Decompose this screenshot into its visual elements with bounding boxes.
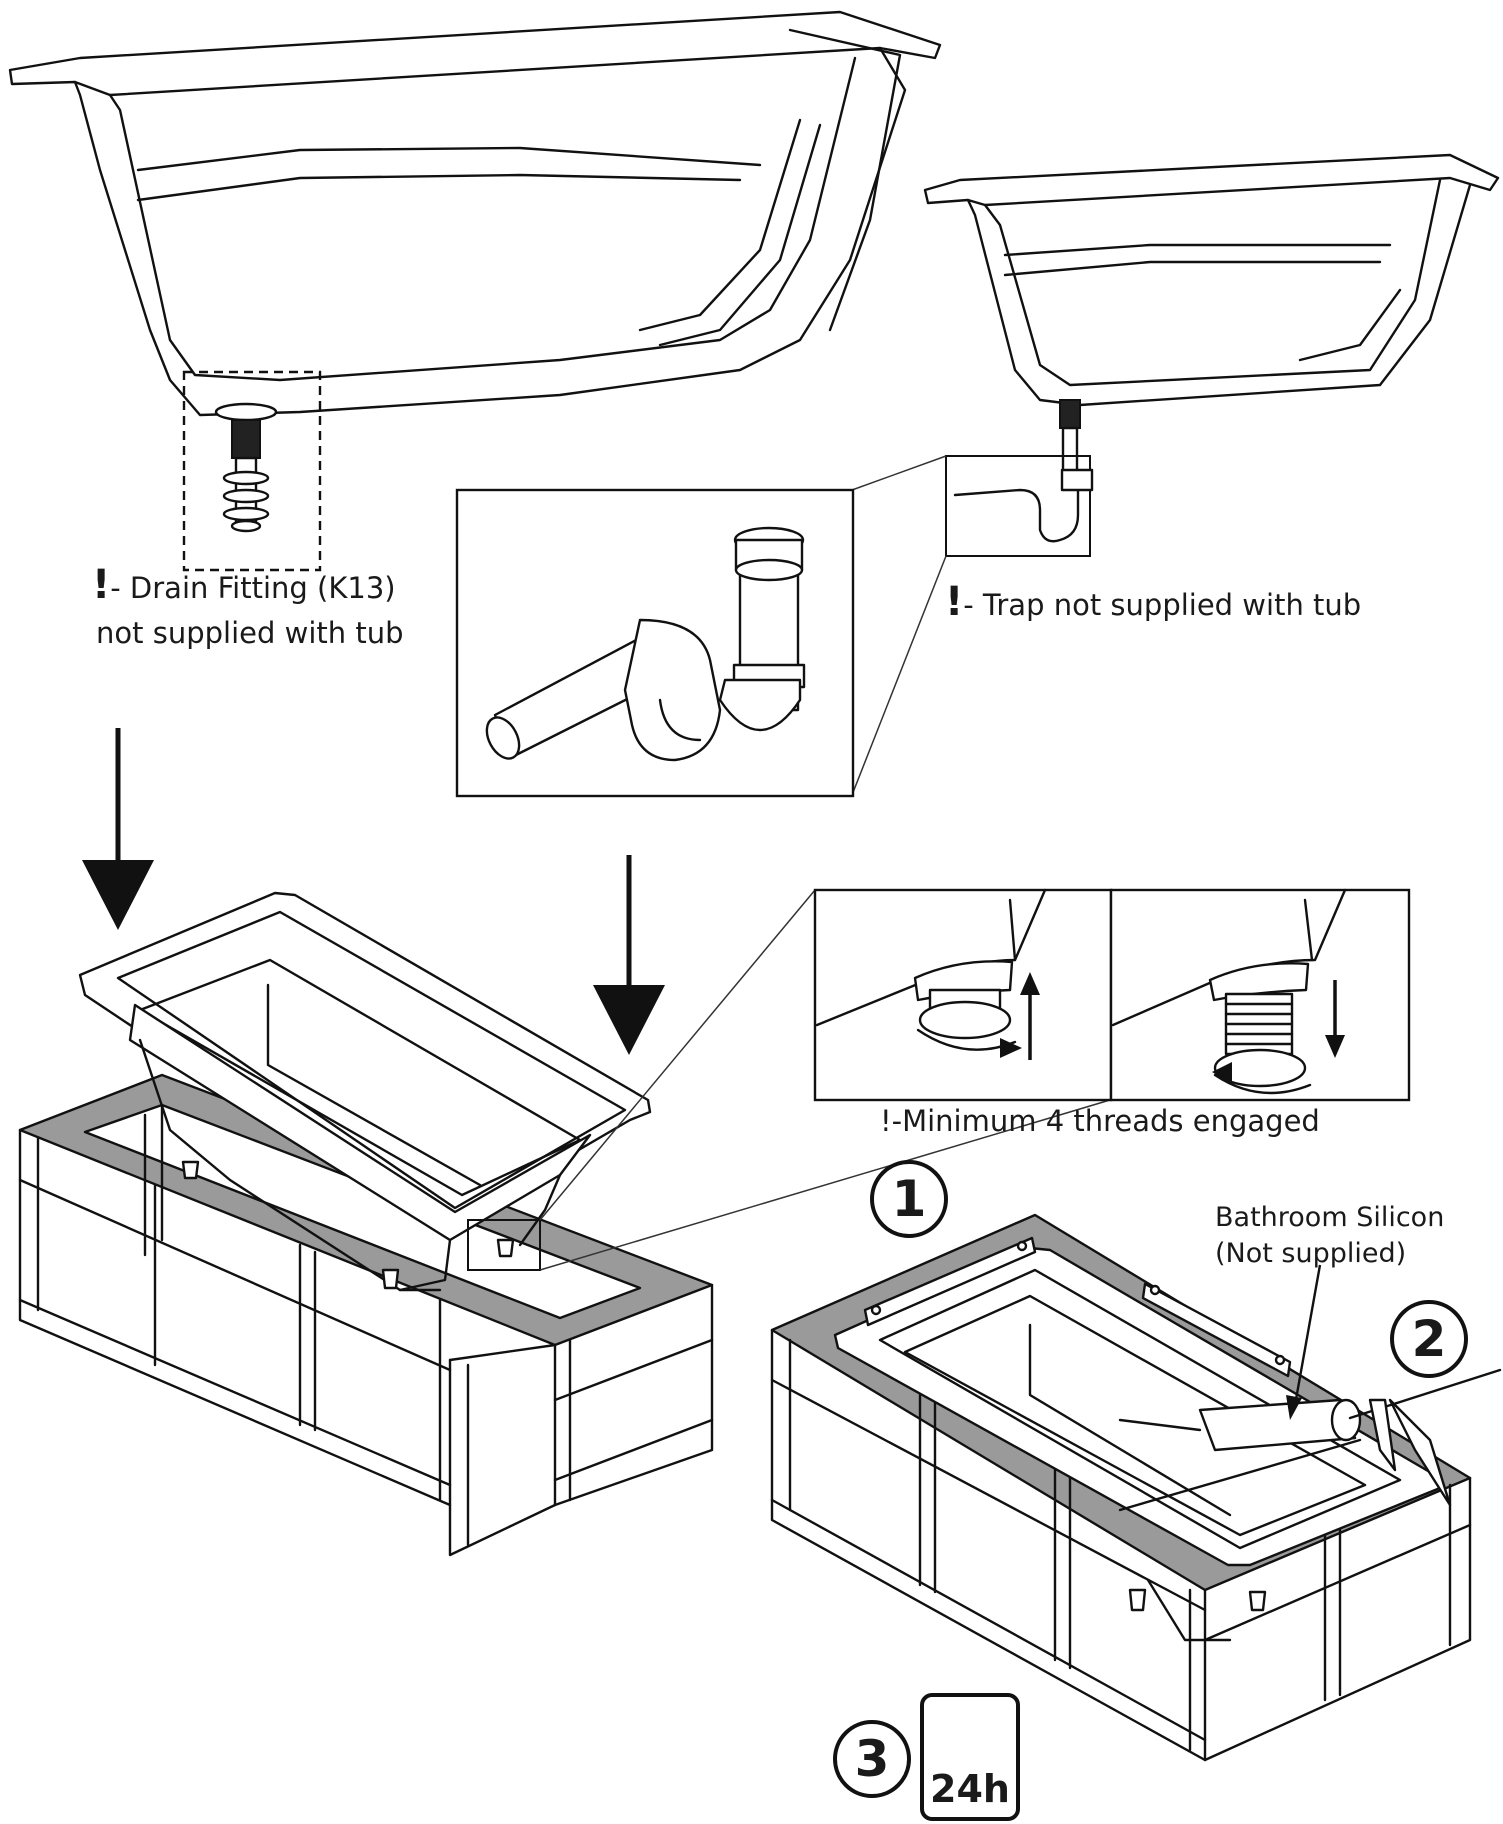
threads-label: !-Minimum 4 threads engaged	[880, 1104, 1320, 1138]
tub-into-frame	[18, 889, 1111, 1557]
cure-time-badge: 24h	[920, 1693, 1020, 1821]
up-arrow-icon	[1020, 972, 1040, 1060]
warning-mark: !	[945, 579, 964, 625]
step-3-badge: 3	[833, 1720, 911, 1798]
tub-sealing	[770, 1213, 1502, 1762]
silicon-label-line2: (Not supplied)	[1215, 1238, 1407, 1269]
trap-detail-box	[455, 455, 947, 798]
drain-fitting-text-line2: not supplied with tub	[96, 616, 404, 650]
down-arrow-icon	[593, 855, 665, 1055]
down-arrow-icon	[1325, 980, 1345, 1058]
tub-section-large	[8, 10, 942, 572]
tub-section-small	[923, 153, 1500, 557]
step-1-badge: 1	[870, 1160, 948, 1238]
trap-label: !- Trap not supplied with tub	[945, 581, 1361, 626]
cure-time-text: 24h	[930, 1767, 1010, 1811]
drain-fitting-text-line1: - Drain Fitting (K13)	[110, 571, 396, 605]
warning-mark: !	[92, 562, 111, 608]
caulking-gun	[1118, 1368, 1502, 1512]
trap-text: - Trap not supplied with tub	[963, 588, 1362, 622]
step-2-badge: 2	[1390, 1300, 1468, 1378]
rotate-arrow-icon	[1000, 1038, 1022, 1058]
rotate-arrow-icon	[1212, 1062, 1232, 1084]
foot-adjustment-detail	[813, 888, 1411, 1102]
silicon-label-line1: Bathroom Silicon	[1215, 1202, 1445, 1233]
drain-fitting-label: !- Drain Fitting (K13)	[92, 564, 396, 609]
down-arrow-icon	[82, 728, 154, 930]
